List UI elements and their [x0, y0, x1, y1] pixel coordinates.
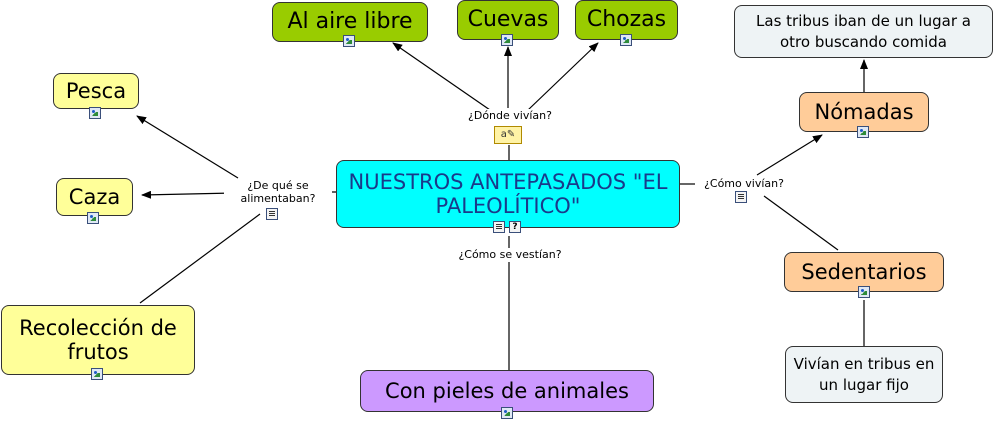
image-icon[interactable]: [91, 368, 103, 380]
document-icon[interactable]: [266, 208, 278, 220]
node-caza[interactable]: Caza: [56, 178, 133, 216]
node-recoleccion-de-frutos[interactable]: Recolección de frutos: [1, 305, 195, 375]
document-icon[interactable]: [493, 221, 505, 233]
label-de-que-se-alimentaban: ¿De qué se alimentaban?: [224, 179, 332, 206]
node-al-aire-libre-text: Al aire libre: [287, 9, 413, 35]
document-icon[interactable]: [735, 191, 747, 203]
node-sedentarios-desc-text: Vivían en tribus en un lugar fijo: [793, 354, 935, 394]
node-sedentarios-text: Sedentarios: [801, 259, 927, 284]
center-concept-text: NUESTROS ANTEPASADOS "EL PALEOLÍTICO": [348, 169, 668, 218]
node-nomadas-description[interactable]: Las tribus iban de un lugar a otro busca…: [734, 5, 993, 58]
image-icon[interactable]: [89, 107, 101, 119]
image-icon[interactable]: [87, 212, 99, 224]
image-icon[interactable]: [501, 407, 513, 419]
note-icon[interactable]: a✎: [494, 126, 522, 144]
node-pieles-text: Con pieles de animales: [385, 378, 629, 403]
image-icon[interactable]: [620, 34, 632, 46]
node-pesca[interactable]: Pesca: [53, 73, 139, 109]
node-al-aire-libre[interactable]: Al aire libre: [272, 2, 428, 42]
image-icon[interactable]: [343, 35, 355, 47]
label-donde-vivian: ¿Dónde vivían?: [458, 109, 562, 123]
image-icon[interactable]: [858, 286, 870, 298]
image-icon[interactable]: [501, 34, 513, 46]
node-caza-text: Caza: [68, 184, 121, 209]
node-nomadas-desc-text: Las tribus iban de un lugar a otro busca…: [756, 11, 971, 51]
question-icon[interactable]: ?: [509, 221, 521, 233]
node-nomadas-text: Nómadas: [814, 99, 914, 124]
node-recoleccion-text: Recolección de frutos: [19, 315, 177, 364]
image-icon[interactable]: [857, 126, 869, 138]
label-como-se-vestian: ¿Cómo se vestían?: [446, 248, 574, 262]
node-con-pieles-de-animales[interactable]: Con pieles de animales: [360, 370, 654, 412]
node-sedentarios-description[interactable]: Vivían en tribus en un lugar fijo: [785, 346, 943, 403]
node-sedentarios[interactable]: Sedentarios: [784, 252, 944, 292]
node-cuevas-text: Cuevas: [467, 7, 549, 33]
center-concept[interactable]: NUESTROS ANTEPASADOS "EL PALEOLÍTICO": [336, 160, 680, 228]
label-como-vivian: ¿Cómo vivían?: [695, 177, 793, 191]
node-pesca-text: Pesca: [65, 78, 127, 103]
node-chozas-text: Chozas: [586, 7, 667, 33]
